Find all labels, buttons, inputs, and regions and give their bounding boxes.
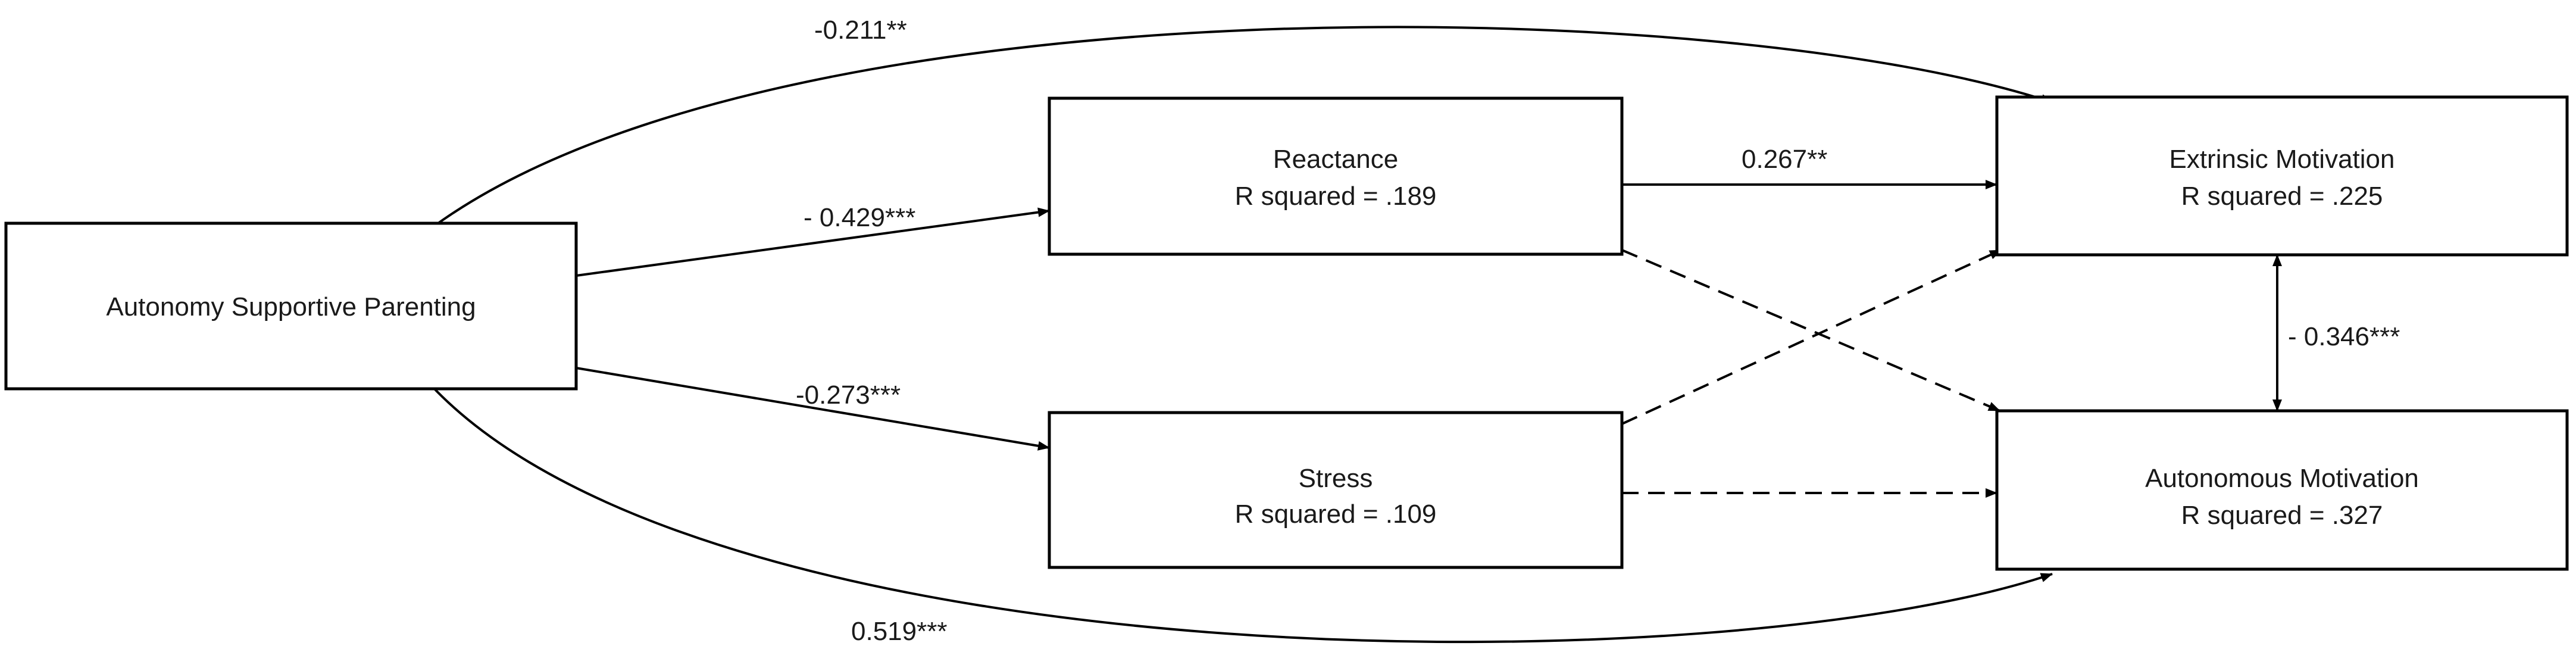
node-autonomy-supportive-parenting-label: Autonomy Supportive Parenting — [106, 292, 476, 322]
node-stress-r-squared: R squared = .109 — [1235, 500, 1437, 529]
node-autonomous-motivation: Autonomous Motivation R squared = .327 — [1995, 409, 2569, 571]
node-reactance-label: Reactance — [1273, 145, 1398, 174]
node-reactance-r-squared: R squared = .189 — [1235, 182, 1437, 211]
node-stress-label: Stress — [1299, 464, 1373, 493]
coef-parenting-to-reactance: - 0.429*** — [804, 203, 915, 232]
coef-parenting-to-stress: -0.273*** — [796, 380, 901, 410]
coef-parenting-to-autonomous: 0.519*** — [851, 617, 947, 646]
node-stress: Stress R squared = .109 — [1048, 411, 1624, 569]
node-extrinsic-motivation-r-squared: R squared = .225 — [2181, 182, 2383, 211]
path-parenting-to-reactance-arrow — [576, 207, 1050, 277]
coef-reactance-to-extrinsic: 0.267** — [1742, 145, 1827, 174]
path-stress-to-extrinsic-arrow — [1621, 249, 2002, 425]
path-reactance-to-autonomous-arrow — [1621, 249, 2000, 412]
coef-extrinsic-autonomous-correlation: - 0.346*** — [2288, 322, 2400, 351]
path-parenting-to-stress-arrow — [576, 367, 1050, 451]
coef-parenting-to-extrinsic: -0.211** — [814, 15, 907, 45]
node-autonomous-motivation-label: Autonomous Motivation — [2145, 464, 2419, 493]
node-extrinsic-motivation: Extrinsic Motivation R squared = .225 — [1995, 95, 2569, 257]
node-autonomy-supportive-parenting: Autonomy Supportive Parenting — [4, 221, 578, 391]
node-reactance: Reactance R squared = .189 — [1048, 96, 1624, 256]
path-parenting-to-extrinsic-arrow — [430, 26, 2053, 229]
path-parenting-to-autonomous-arrow — [430, 385, 2053, 644]
node-extrinsic-motivation-label: Extrinsic Motivation — [2169, 145, 2394, 174]
node-autonomous-motivation-r-squared: R squared = .327 — [2181, 501, 2383, 530]
